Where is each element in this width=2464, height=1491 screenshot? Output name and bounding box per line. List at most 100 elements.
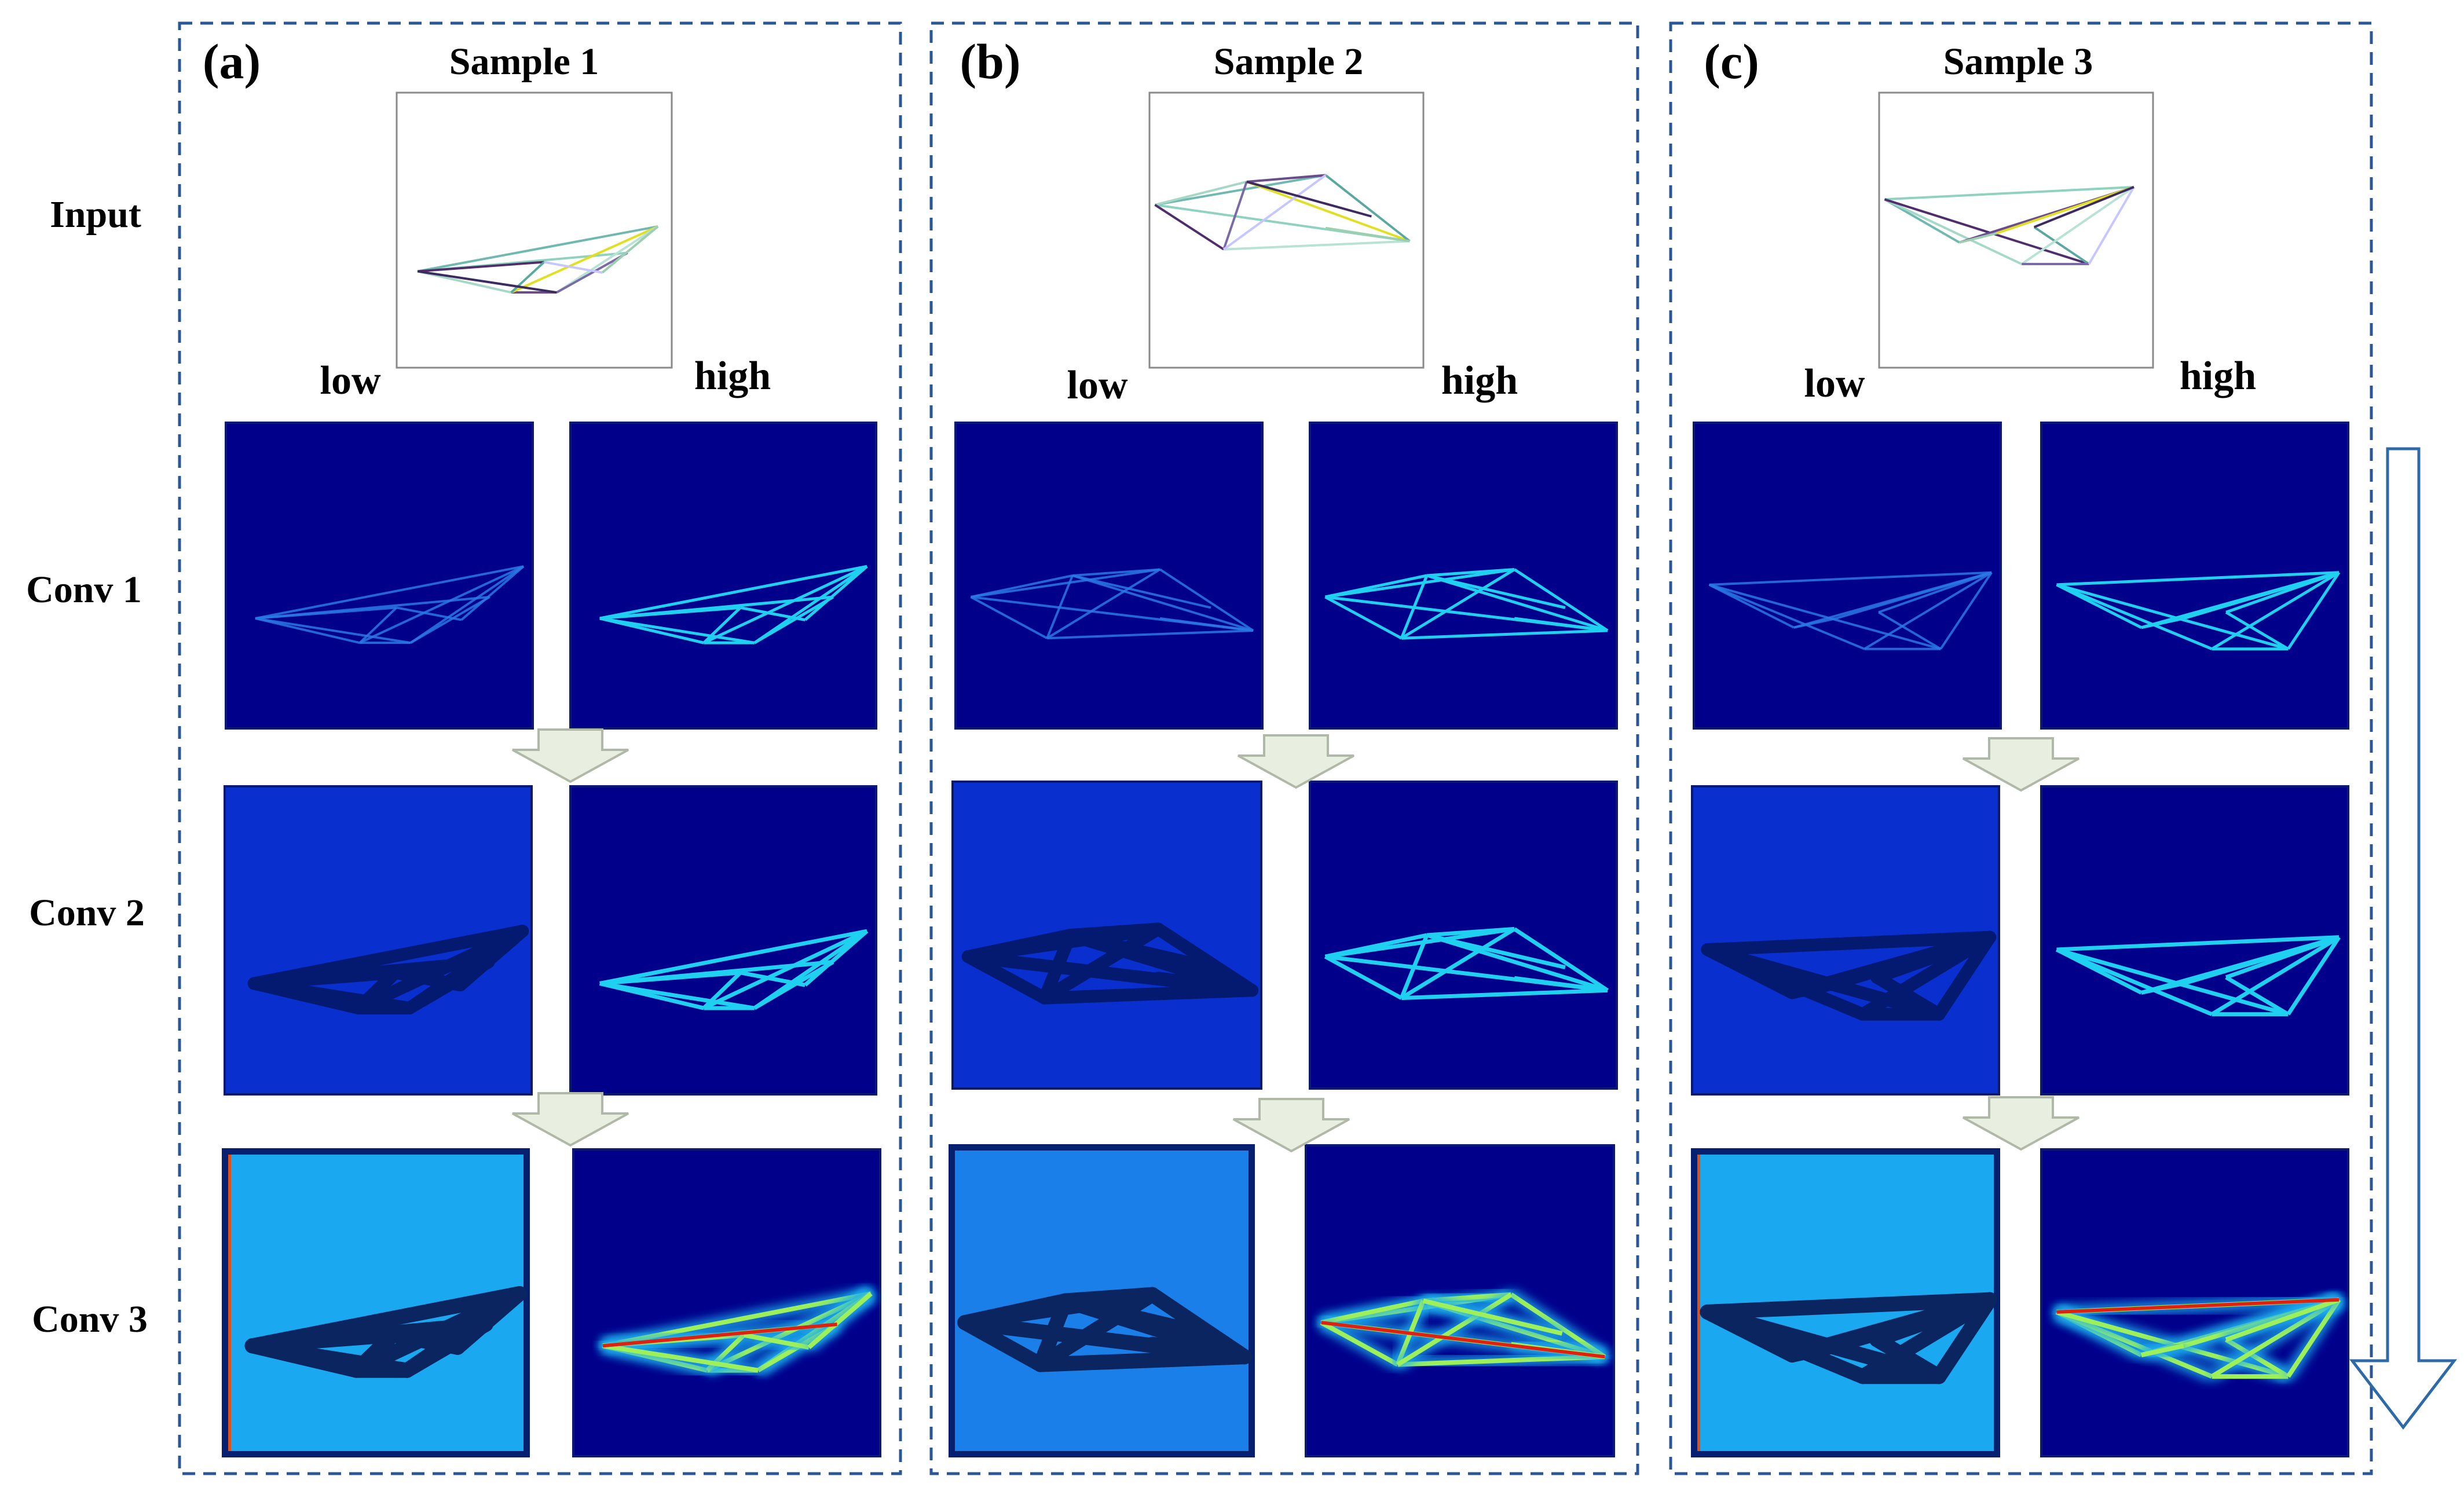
input-truss-member: [1884, 198, 2023, 265]
activation-line: [753, 565, 868, 644]
input-truss-member: [417, 225, 658, 273]
activation-line: [1058, 1293, 1210, 1341]
hot-activation-line: [1321, 1321, 1605, 1359]
activation-line: [1072, 574, 1254, 632]
activation-line: [1870, 930, 1997, 984]
activation-line: [255, 617, 360, 644]
feature-map-frame: [949, 1145, 1254, 1457]
feature-map-background: [2040, 422, 2349, 730]
down-arrow: [1238, 734, 1354, 789]
activation-line: [1400, 568, 1515, 640]
activation-line: [255, 565, 524, 620]
activation-line: [1785, 977, 1841, 999]
activation-line: [957, 1315, 1048, 1372]
input-truss-member: [544, 261, 603, 274]
activation-line: [2056, 583, 2213, 651]
activation-line: [1072, 568, 1160, 577]
activation-line: [1931, 1292, 1998, 1384]
activation-line: [971, 568, 1160, 598]
activation-lines: [1701, 930, 1997, 1021]
activation-line: [957, 1293, 1074, 1331]
low-feature-map-conv2: [951, 781, 1262, 1090]
activation-line: [753, 595, 834, 644]
activation-line: [2225, 975, 2290, 1016]
activation-line: [1046, 575, 1074, 639]
activation-line: [1426, 574, 1608, 632]
activation-line: [599, 617, 755, 644]
activation-line: [255, 617, 411, 644]
sample-title: Sample 3: [1943, 41, 2093, 83]
sample-title: Sample 2: [1214, 41, 1364, 83]
activation-line: [2287, 572, 2341, 650]
activation-line: [1400, 575, 1429, 639]
panel-border: [929, 21, 1639, 1475]
activation-line: [1324, 933, 1427, 959]
activation-lines: [957, 1287, 1253, 1372]
input-truss-plot: [1148, 91, 1425, 369]
down-arrow: [1233, 1098, 1350, 1153]
activation-line: [2225, 611, 2289, 650]
activation-lines: [961, 922, 1259, 1005]
activation-line: [740, 606, 806, 622]
activation-line: [961, 950, 1052, 1005]
activation-line: [1320, 1320, 1399, 1367]
low-feature-map-conv3: [222, 1148, 530, 1457]
activation-line: [1144, 1336, 1253, 1365]
activation-line: [971, 574, 1073, 598]
activation-line: [2225, 1297, 2340, 1342]
high-feature-map-conv1: [1309, 422, 1618, 730]
down-arrow: [512, 1092, 629, 1147]
activation-line: [1324, 595, 1403, 640]
activation-line: [1046, 568, 1161, 639]
activation-line: [602, 1343, 759, 1373]
input-truss-member: [1246, 181, 1411, 243]
activation-line: [2210, 935, 2340, 1016]
depth-arrow: [2349, 447, 2458, 1430]
activation-line: [410, 596, 490, 644]
activation-line: [1038, 929, 1077, 1005]
activation-line: [1836, 571, 1992, 620]
panel-border: [178, 21, 902, 1475]
down-arrow: [1963, 1096, 2079, 1151]
sample-title: Sample 1: [449, 41, 599, 83]
activation-line: [1510, 1292, 1606, 1359]
activation-line: [1863, 572, 1993, 650]
activation-line: [599, 981, 755, 1010]
activation-line: [2056, 935, 2339, 952]
activation-line: [358, 606, 398, 644]
input-truss-member: [510, 225, 659, 294]
input-truss-plot: [396, 91, 673, 369]
high-feature-map-conv1: [569, 422, 877, 730]
high-feature-map-conv1: [2040, 422, 2349, 730]
input-truss-member: [1324, 174, 1411, 243]
activation-lines: [601, 1288, 875, 1376]
activation-line: [599, 565, 867, 620]
activation-line: [1708, 583, 1941, 650]
row-label-conv2: Conv 2: [29, 892, 145, 934]
activation-line: [1793, 617, 1837, 629]
activation-line: [703, 565, 868, 644]
activation-line: [1701, 930, 1997, 956]
activation-lines: [247, 925, 529, 1015]
input-truss-member: [1996, 186, 2135, 235]
activation-line: [1038, 922, 1165, 1005]
input-truss-member: [417, 261, 544, 273]
feature-map-background: [954, 422, 1264, 730]
activation-line: [1932, 930, 1997, 1021]
high-feature-map-conv3: [572, 1148, 881, 1457]
activation-line: [2225, 1338, 2290, 1379]
activation-line: [1397, 1354, 1605, 1367]
activation-line: [2141, 617, 2184, 629]
activation-line: [1878, 611, 1942, 650]
activation-line: [1426, 567, 1515, 577]
high-feature-map-conv2: [569, 785, 877, 1096]
panel-border: [1669, 21, 2373, 1475]
activation-line: [2056, 571, 2339, 587]
activation-line: [409, 565, 525, 644]
activation-lines: [599, 929, 869, 1010]
panel-tag: (c): [1704, 34, 1759, 89]
hot-activation-line: [602, 1323, 837, 1348]
feature-map-background: [224, 785, 533, 1096]
